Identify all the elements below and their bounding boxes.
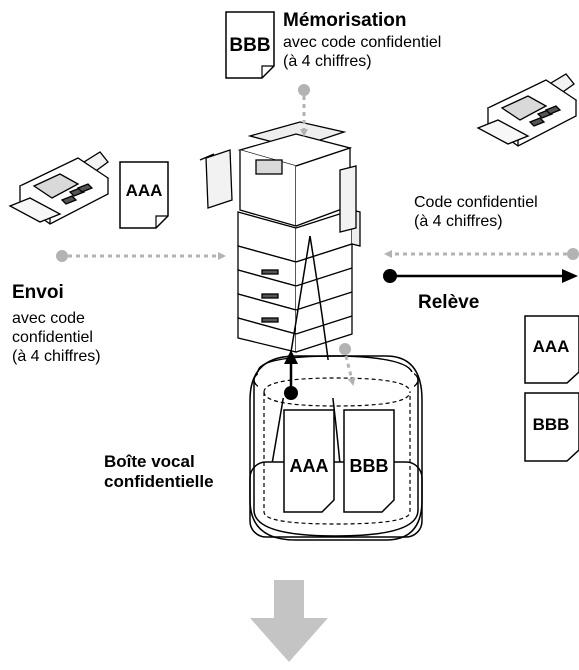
copier-machine (199, 121, 361, 353)
fax-machine-right (476, 73, 578, 147)
document-label: AAA (533, 337, 570, 356)
document-aaa-left: AAA (119, 161, 169, 229)
mailbox-inner-cylinder (263, 377, 411, 525)
releve-title: Relève (418, 292, 480, 313)
envoi-title: Envoi (12, 282, 64, 303)
mailbox-outline (249, 355, 423, 541)
document-label: AAA (290, 456, 329, 476)
arrow-mailbox-up (284, 350, 298, 400)
document-label: BBB (229, 35, 270, 56)
document-label: AAA (126, 181, 163, 200)
envoi-line2: confidentiel (12, 329, 93, 346)
arrow-envoi-right (56, 250, 226, 262)
arrow-memorisation-down (298, 84, 310, 137)
boite-line2: confidentielle (104, 472, 214, 491)
document-bbb-box: BBB (343, 409, 395, 513)
document-bbb-top: BBB (225, 11, 275, 79)
boite-line1: Boîte vocal (104, 452, 195, 471)
memorisation-line2: (à 4 chiffres) (283, 53, 372, 70)
document-bbb-right: BBB (524, 392, 579, 462)
arrow-code-left (384, 248, 579, 260)
big-down-arrow (250, 580, 328, 662)
arrow-to-mailbox-down (339, 343, 356, 386)
arrow-releve-right (383, 269, 578, 283)
document-label: BBB (533, 415, 570, 434)
document-aaa-right: AAA (524, 315, 579, 384)
memorisation-line1: avec code confidentiel (283, 34, 442, 51)
code-right-line2: (à 4 chiffres) (414, 213, 503, 230)
envoi-line3: (à 4 chiffres) (12, 348, 101, 365)
document-label: BBB (350, 456, 389, 476)
fax-machine-left (8, 151, 110, 225)
envoi-line1: avec code (12, 310, 85, 327)
code-right-line1: Code confidentiel (414, 194, 538, 211)
memorisation-title: Mémorisation (283, 10, 407, 31)
mailbox-callout-cover (258, 360, 414, 398)
document-aaa-box: AAA (283, 409, 335, 513)
